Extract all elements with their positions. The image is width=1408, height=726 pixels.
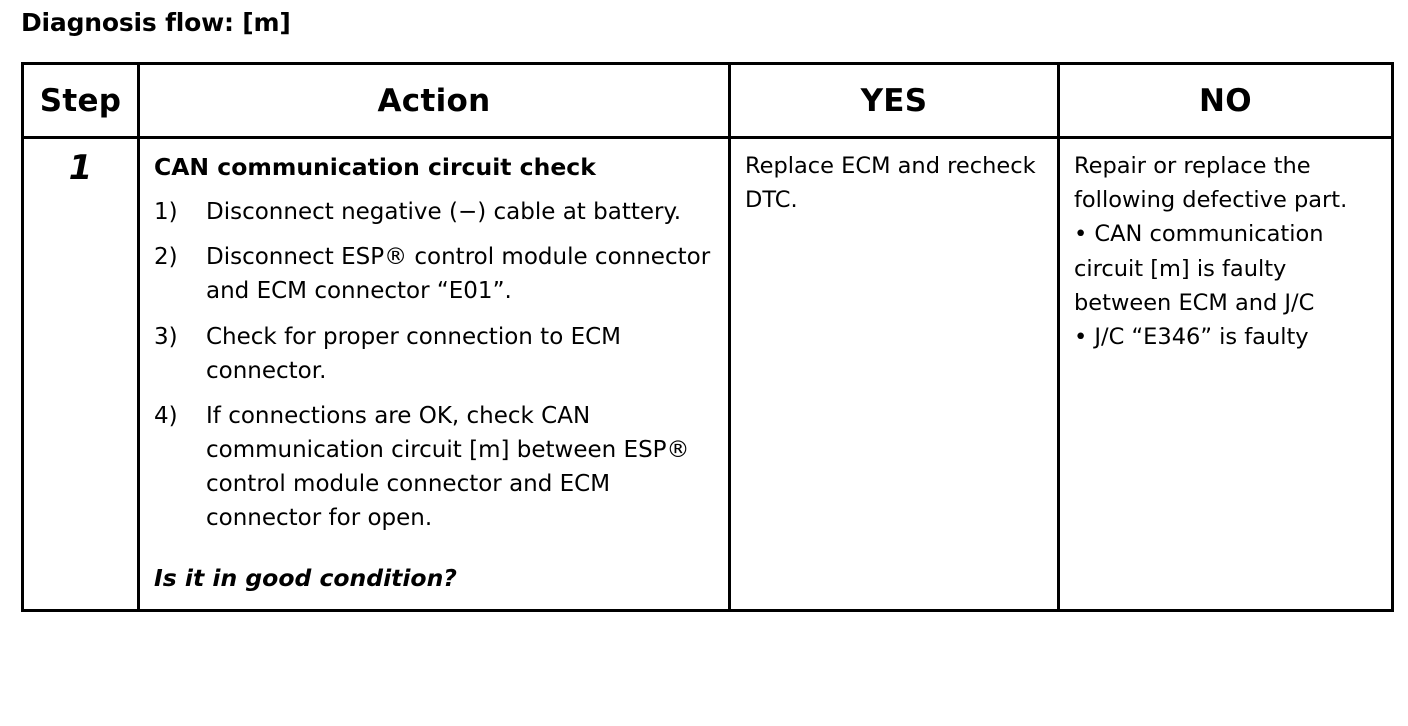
list-item-marker: 2) [154,244,178,271]
list-item: • CAN communication circuit [m] is fault… [1074,221,1324,316]
list-item-text: Check for proper connection to ECM conne… [206,323,622,384]
list-item-text: Disconnect negative (−) cable at battery… [206,199,682,226]
cell-step: 1 [21,135,140,613]
action-question: Is it in good condition? [154,563,457,592]
diagnosis-flow-table: Step Action YES NO 1 CAN communication c… [21,62,1394,613]
table-row: 1 CAN communication circuit check 1) Dis… [21,135,1394,613]
list-item-text: Disconnect ESP® control module connector… [206,244,711,305]
list-item: 4) If connections are OK, check CAN comm… [154,399,718,535]
list-item-marker: 4) [154,402,178,429]
column-header-yes: YES [728,62,1060,139]
step-number: 1 [68,148,93,188]
list-item-marker: 3) [154,323,178,350]
list-item-marker: 1) [154,199,178,226]
yes-result-text: Replace ECM and recheck DTC. [745,153,1036,214]
column-header-action: Action [137,62,731,139]
table-header: Step Action YES NO [21,62,1394,139]
action-step-list: 1) Disconnect negative (−) cable at batt… [154,195,718,534]
no-result-bullet-list: • CAN communication circuit [m] is fault… [1074,217,1383,354]
page-title: Diagnosis flow: [m] [21,8,291,37]
list-item: 3) Check for proper connection to ECM co… [154,320,718,388]
cell-yes-result: Replace ECM and recheck DTC. [728,135,1060,613]
table-body: 1 CAN communication circuit check 1) Dis… [21,135,1394,613]
list-item-text: If connections are OK, check CAN communi… [206,402,690,531]
no-result-intro: Repair or replace the following defectiv… [1074,153,1348,214]
list-item: 1) Disconnect negative (−) cable at batt… [154,195,718,229]
cell-action: CAN communication circuit check 1) Disco… [137,135,731,613]
table-header-row: Step Action YES NO [21,62,1394,139]
column-header-no: NO [1057,62,1394,139]
cell-no-result: Repair or replace the following defectiv… [1057,135,1394,613]
action-heading: CAN communication circuit check [154,153,596,181]
column-header-step: Step [21,62,140,139]
list-item: 2) Disconnect ESP® control module connec… [154,240,718,308]
list-item: • J/C “E346” is faulty [1074,323,1309,350]
